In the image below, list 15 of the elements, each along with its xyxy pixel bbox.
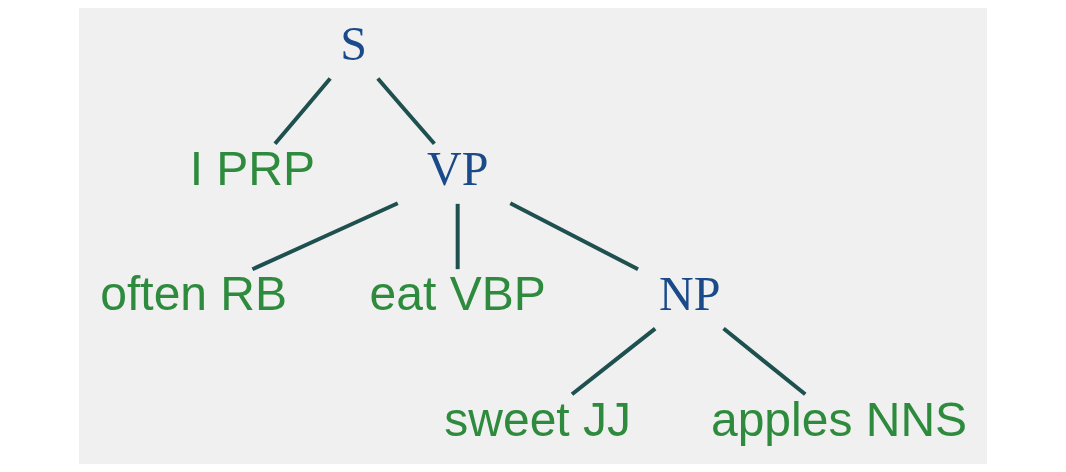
node-text: often RB	[100, 267, 288, 321]
node-text: VP	[426, 142, 489, 196]
connector	[570, 327, 657, 396]
node-text: apples NNS	[710, 392, 968, 446]
connector	[509, 201, 639, 272]
node-text: sweet JJ	[444, 392, 632, 446]
connector	[251, 201, 399, 272]
connector	[273, 77, 332, 146]
node-text: eat VBP	[369, 267, 546, 321]
connector	[376, 77, 436, 146]
connector	[722, 327, 807, 396]
node-text: NP	[658, 267, 721, 321]
connector	[455, 203, 460, 270]
node-text: I PRP	[189, 142, 316, 196]
node-text: S	[340, 16, 368, 70]
